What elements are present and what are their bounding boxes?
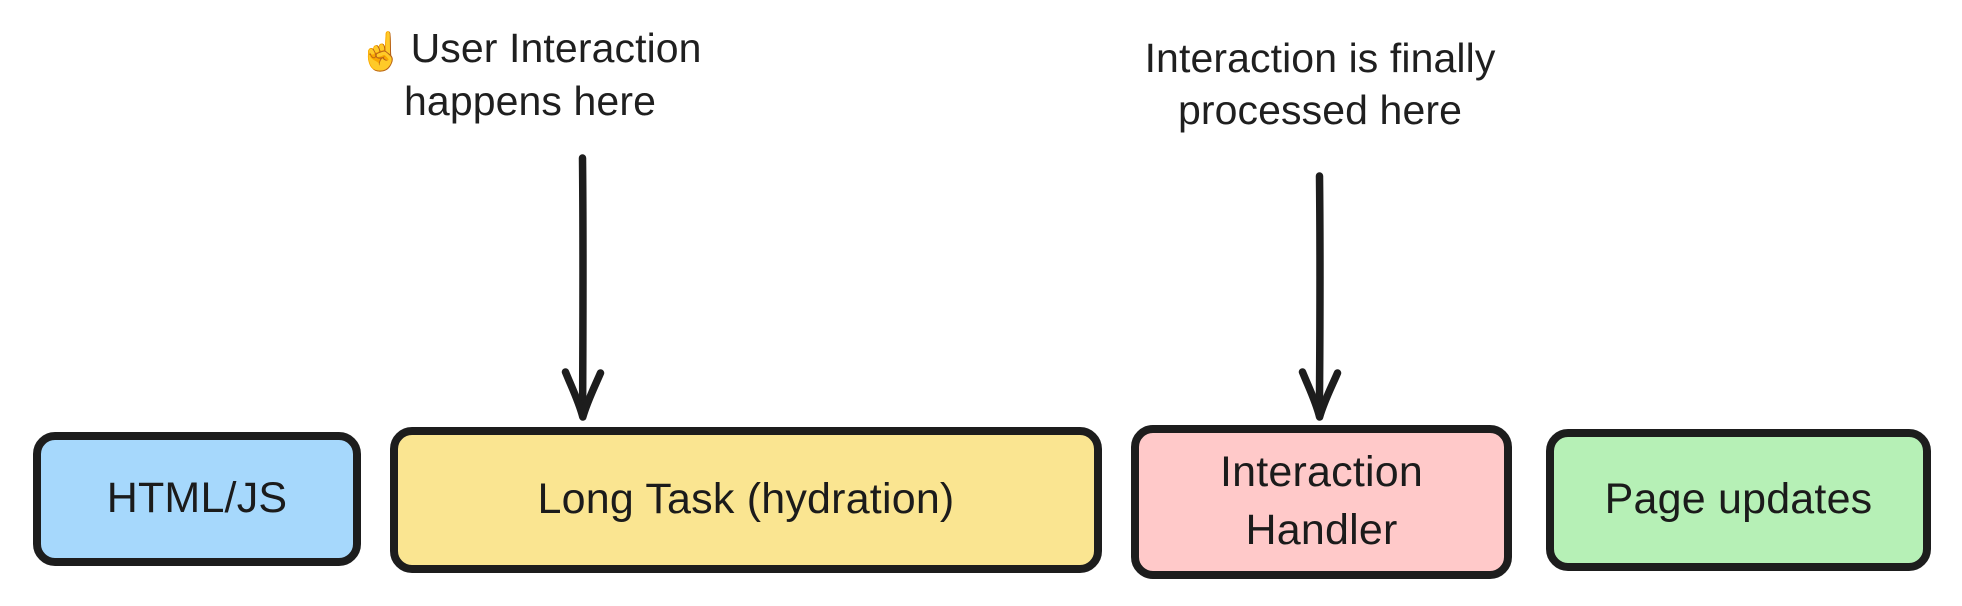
pointing-up-finger-icon: ☝️ (358, 31, 405, 72)
arrow-processed-to-interaction-handler (1298, 172, 1342, 421)
annotation-user-interaction: ☝️User Interaction happens here (330, 22, 730, 128)
node-long-task-label: Long Task (hydration) (537, 475, 955, 524)
annotation-interaction-processed-line-1: Interaction is finally (1144, 35, 1496, 81)
node-html-js[interactable]: HTML/JS (33, 432, 361, 566)
node-interaction-handler-label-line-2: Handler (1245, 506, 1398, 554)
node-page-updates-label: Page updates (1604, 475, 1873, 524)
node-long-task[interactable]: Long Task (hydration) (390, 427, 1102, 573)
annotation-user-interaction-line-2: happens here (404, 78, 656, 125)
annotation-user-interaction-line-1: ☝️User Interaction (330, 22, 730, 75)
node-interaction-handler-label-line-1: Interaction (1220, 448, 1423, 497)
annotation-interaction-processed-line-2: processed here (1177, 87, 1462, 134)
annotation-interaction-processed: Interaction is finally processed here (1090, 32, 1550, 137)
node-page-updates[interactable]: Page updates (1546, 429, 1931, 571)
arrow-user-interaction-to-long-task (561, 154, 605, 421)
node-interaction-handler-label: Interaction Handler (1220, 444, 1423, 559)
node-html-js-label: HTML/JS (106, 474, 288, 523)
annotation-user-interaction-text-1: User Interaction (410, 25, 702, 71)
node-interaction-handler[interactable]: Interaction Handler (1131, 425, 1512, 579)
